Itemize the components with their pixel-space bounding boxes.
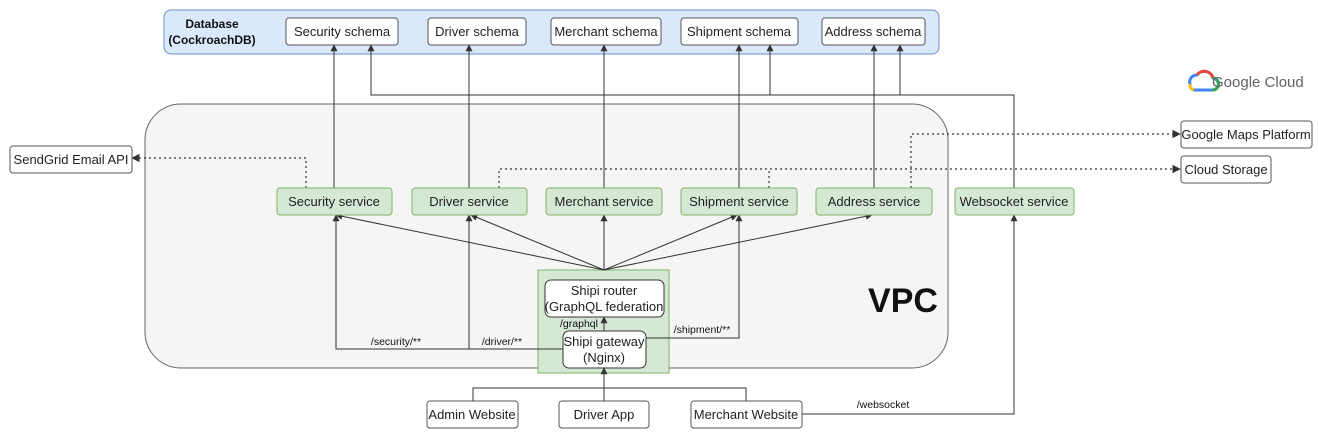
service-label: Address service [828,194,920,209]
service-label: Shipment service [689,194,789,209]
router-to-address-arrow [603,212,873,271]
gateway-to-shipment-route [646,214,743,339]
service-label: Driver service [429,194,508,209]
schema-shipment: Shipment schema [680,17,799,46]
websocket-to-security-schema-arrow [367,44,1015,188]
service-address: Address service [815,187,933,216]
schema-address: Address schema [821,17,926,46]
client-driver-app: Driver App [558,400,650,429]
client-label: Merchant Website [694,407,799,422]
gateway-to-driver-route [465,214,563,350]
service-label: Security service [288,194,380,209]
merchant-to-websocket-arrow [802,214,1018,415]
service-merchant: Merchant service [545,187,663,216]
schema-driver: Driver schema [427,17,527,46]
shipi-gateway: Shipi gateway (Nginx) [562,330,647,369]
merchant-to-gateway-line [604,387,747,401]
gateway-label-line1: Shipi gateway [564,334,645,349]
service-driver: Driver service [411,187,528,216]
router-fanout [335,212,873,271]
router-to-shipment-arrow [603,214,738,271]
schema-label: Merchant schema [554,24,658,39]
database-title: Database [185,17,239,31]
service-security: Security service [276,187,393,216]
client-merchant-website: Merchant Website [690,400,803,429]
security-to-sendgrid-arrow [131,153,307,188]
address-to-maps-arrow [910,129,1181,188]
route-label-graphql: /graphql [560,318,598,330]
vpc-label: VPC [868,282,938,320]
router-to-security-arrow [335,212,605,271]
schema-label: Address schema [825,24,923,39]
driver-to-storage-arrow [498,164,1181,188]
route-label-driver: /driver/** [482,336,522,348]
route-label-shipment: /shipment/** [674,324,731,336]
external-label: Google Maps Platform [1181,127,1310,142]
service-websocket: Websocket service [954,187,1075,216]
router-to-driver-arrow [470,214,605,271]
schema-merchant: Merchant schema [550,17,662,46]
external-label: Cloud Storage [1184,162,1267,177]
google-cloud-label: Google Cloud [1212,74,1304,91]
shipi-router: Shipi router (GraphQL federation [544,279,665,318]
external-google-maps: Google Maps Platform [1180,120,1313,149]
database-subtitle: (CockroachDB) [168,33,255,47]
client-admin-website: Admin Website [426,400,519,429]
external-cloud-storage: Cloud Storage [1180,155,1272,184]
schema-label: Security schema [294,24,391,39]
router-label-line1: Shipi router [571,283,638,298]
router-label-line2: (GraphQL federation [545,299,664,314]
route-label-websocket: /websocket [857,399,910,411]
google-cloud-logo: Google Cloud [1188,69,1304,92]
service-schema-connectors [330,44,878,188]
client-label: Driver App [574,407,635,422]
service-shipment: Shipment service [680,187,798,216]
service-label: Merchant service [555,194,654,209]
route-label-security: /security/** [371,336,421,348]
schema-label: Shipment schema [687,24,792,39]
service-label: Websocket service [960,194,1069,209]
external-sendgrid: SendGrid Email API [9,145,133,174]
schema-label: Driver schema [435,24,520,39]
schema-security: Security schema [285,17,399,46]
gateway-label-line2: (Nginx) [583,350,625,365]
external-label: SendGrid Email API [14,152,129,167]
client-label: Admin Website [428,407,515,422]
google-cloud-icon [1188,69,1220,92]
